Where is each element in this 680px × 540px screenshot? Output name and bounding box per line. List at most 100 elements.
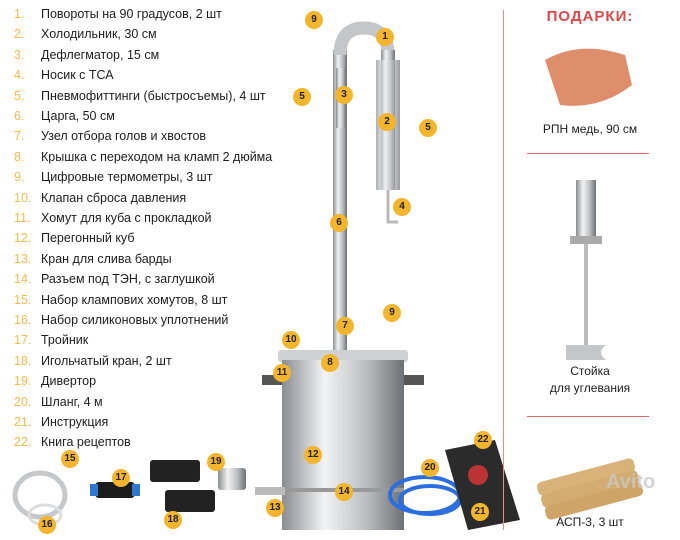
component-label: Крышка с переходом на кламп 2 дюйма — [41, 149, 273, 164]
component-item: 14.Разъем под ТЭН, с заглушкой — [0, 269, 280, 289]
component-item: 11. Хомут для куба с прокладкой — [0, 208, 280, 228]
callout-badge: 1 — [376, 28, 394, 46]
component-item: 4. Носик с ТСА — [0, 65, 280, 85]
callout-badge: 7 — [336, 317, 354, 335]
component-item: 3. Дефлегматор, 15 см — [0, 45, 280, 65]
divider-vertical — [503, 10, 504, 530]
callout-badge: 11 — [273, 364, 291, 382]
component-item: 5. Пневмофиттинги (быстросъемы), 4 шт — [0, 86, 280, 106]
callout-badge: 15 — [61, 450, 79, 468]
gift-stand-label-2: для углевания — [549, 381, 631, 395]
component-label: Набор клампових хомутов, 8 шт — [41, 292, 228, 307]
avito-watermark: Avito — [606, 471, 656, 493]
component-item: 20. Шланг, 4 м — [0, 392, 280, 412]
component-label: Инструкция — [41, 415, 109, 429]
callout-badge: 18 — [164, 511, 182, 529]
callout-badge: 13 — [266, 499, 284, 517]
component-label: Цифровые термометры, 3 шт — [41, 170, 213, 185]
component-label: Дефлегматор, 15 см — [41, 47, 160, 62]
callout-badge: 5 — [293, 88, 311, 106]
callout-badge: 3 — [335, 86, 353, 104]
component-label: Перегонный куб — [41, 231, 135, 246]
component-item: 21. Инструкция — [0, 412, 280, 432]
component-item: 22.Книга рецептов — [0, 432, 280, 452]
component-label: Клапан сброса давления — [41, 190, 187, 205]
component-label: Набор силиконовых уплотнений — [41, 313, 229, 327]
callout-badge: 8 — [321, 354, 339, 372]
component-item: 8. Крышка с переходом на кламп 2 дюйма — [0, 147, 280, 167]
diverter — [218, 468, 246, 490]
clamps-set — [12, 470, 68, 527]
component-number: 8. — [14, 149, 25, 164]
component-label: Узел отбора голов и хвостов — [41, 129, 207, 144]
callout-badge: 17 — [112, 469, 130, 487]
callout-badge: 14 — [335, 483, 353, 501]
component-number: 14. — [14, 272, 32, 287]
gift-stand-label-1: Стойка — [570, 364, 610, 378]
component-number: 21. — [14, 415, 32, 429]
callout-badge: 19 — [207, 453, 225, 471]
component-item: 7.Узел отбора голов и хвостов — [0, 126, 280, 146]
component-item: 9. Цифровые термометры, 3 шт — [0, 167, 280, 187]
gift-copper-mesh-label: РПН медь, 90 см — [542, 122, 638, 136]
distiller-column — [333, 21, 400, 350]
hose — [388, 475, 462, 516]
component-number: 1. — [14, 7, 25, 21]
callout-badge: 2 — [378, 113, 396, 131]
gifts-title: ПОДАРКИ: — [546, 8, 634, 25]
callout-badge: 6 — [330, 214, 348, 232]
component-number: 13. — [14, 251, 32, 266]
copper-mesh — [545, 48, 632, 106]
component-item: 12. Перегонный куб — [0, 228, 280, 248]
component-number: 16. — [14, 313, 32, 327]
component-number: 5. — [14, 88, 25, 103]
component-number: 20. — [14, 394, 32, 409]
callout-badge: 9 — [305, 11, 323, 29]
component-number: 22. — [14, 435, 32, 450]
divider — [527, 416, 649, 417]
callout-badge: 21 — [471, 503, 489, 521]
component-item: 15. Набор клампових хомутов, 8 шт — [0, 290, 280, 310]
asp-filters — [537, 458, 643, 520]
component-label: Хомут для куба с прокладкой — [41, 211, 212, 225]
needle-valves — [150, 460, 215, 512]
component-number: 2. — [14, 27, 25, 42]
component-label: Повороты на 90 градусов, 2 шт — [41, 7, 222, 21]
component-number: 15. — [14, 292, 32, 307]
component-number: 12. — [14, 231, 32, 246]
component-item: 1. Повороты на 90 градусов, 2 шт — [0, 4, 280, 24]
component-item: 10.Клапан сброса давления — [0, 188, 280, 208]
component-item: 17. Тройник — [0, 330, 280, 350]
boiler — [255, 350, 424, 530]
component-item: 6.Царга, 50 см — [0, 106, 280, 126]
callout-badge: 12 — [304, 446, 322, 464]
component-label: Дивертор — [41, 374, 97, 389]
component-label: Пневмофиттинги (быстросъемы), 4 шт — [41, 88, 266, 103]
component-item: 13. Кран для слива барды — [0, 249, 280, 269]
component-number: 19. — [14, 374, 32, 389]
component-number: 3. — [14, 47, 25, 62]
component-label: Тройник — [41, 333, 89, 348]
component-number: 9. — [14, 170, 25, 185]
gift-asp-label: АСП-3, 3 шт — [556, 515, 624, 529]
charcoal-stand — [566, 180, 606, 360]
callout-badge: 5 — [419, 119, 437, 137]
callout-badge: 9 — [383, 304, 401, 322]
component-number: 4. — [14, 68, 25, 83]
component-label: Холодильник, 30 см — [41, 27, 157, 42]
component-label: Шланг, 4 м — [41, 394, 103, 409]
callout-badge: 22 — [474, 431, 492, 449]
callout-badge: 10 — [282, 331, 300, 349]
callout-badge: 4 — [393, 198, 411, 216]
component-item: 18.Игольчатый кран, 2 шт — [0, 351, 280, 371]
component-number: 6. — [14, 109, 25, 123]
divider — [527, 153, 649, 154]
callout-badge: 16 — [38, 516, 56, 534]
component-item: 19. Дивертор — [0, 371, 280, 391]
component-item: 16. Набор силиконовых уплотнений — [0, 310, 280, 330]
component-number: 17. — [14, 333, 32, 348]
component-label: Носик с ТСА — [41, 68, 114, 83]
component-label: Кран для слива барды — [41, 251, 172, 266]
component-number: 11. — [14, 211, 31, 225]
